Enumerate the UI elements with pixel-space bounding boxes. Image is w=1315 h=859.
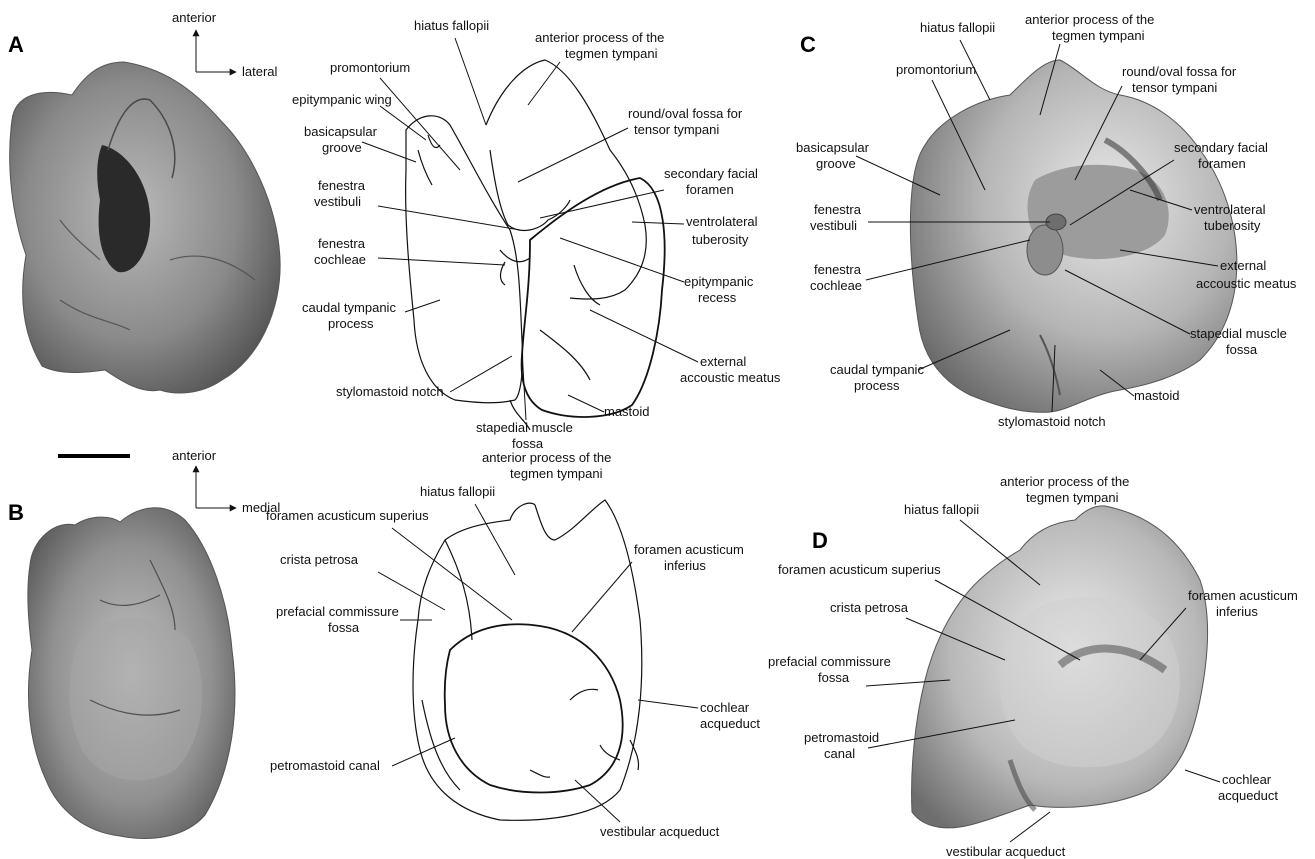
label-d-cochlear-acqueduct-2: acqueduct [1218,788,1278,803]
label-b-petromastoid-canal: petromastoid canal [270,758,380,773]
label-b-hiatus-fallopii: hiatus fallopii [420,484,495,499]
label-d-hiatus-fallopii: hiatus fallopii [904,502,979,517]
specimen-photo-a [10,62,280,393]
orientation-anterior-label: anterior [172,448,217,463]
label-b-anterior-process: anterior process of the [482,450,611,465]
label-c-caudal-tympanic-process-2: process [854,378,900,393]
label-d-vestibular-acqueduct: vestibular acqueduct [946,844,1066,859]
label-external-accoustic-meatus-2: accoustic meatus [680,370,781,385]
label-d-anterior-process: anterior process of the [1000,474,1129,489]
panel-label-a: A [8,32,24,57]
label-b-cochlear-acqueduct-2: acqueduct [700,716,760,731]
orientation-anterior-label: anterior [172,10,217,25]
specimen-photo-b [28,508,235,839]
label-c-stylomastoid-notch: stylomastoid notch [998,414,1106,429]
label-external-accoustic-meatus: external [700,354,746,369]
label-anterior-process: anterior process of the [535,30,664,45]
label-basicapsular-groove-2: groove [322,140,362,155]
label-c-secondary-facial-foramen: secondary facial [1174,140,1268,155]
label-b-prefacial-commissure-fossa-2: fossa [328,620,360,635]
panel-label-c: C [800,32,816,57]
label-d-anterior-process-2: tegmen tympani [1026,490,1119,505]
label-b-foramen-inferius-2: inferius [664,558,706,573]
drawing-b-outline [413,500,642,820]
label-c-ventrolateral-tuberosity: ventrolateral [1194,202,1266,217]
label-c-fenestra-vestibuli-2: vestibuli [810,218,857,233]
label-c-stapedial-muscle-fossa: stapedial muscle [1190,326,1287,341]
label-c-ventrolateral-tuberosity-2: tuberosity [1204,218,1261,233]
label-fenestra-cochleae-2: cochleae [314,252,366,267]
label-c-round-oval-fossa: round/oval fossa for [1122,64,1237,79]
label-d-crista-petrosa: crista petrosa [830,600,909,615]
label-c-secondary-facial-foramen-2: foramen [1198,156,1246,171]
label-mastoid: mastoid [604,404,650,419]
label-ventrolateral-tuberosity: ventrolateral [686,214,758,229]
label-stylomastoid-notch: stylomastoid notch [336,384,444,399]
mesh-render-c [910,60,1236,412]
label-d-foramen-inferius: foramen acusticum [1188,588,1298,603]
label-c-anterior-process-2: tegmen tympani [1052,28,1145,43]
label-b-vestibular-acqueduct: vestibular acqueduct [600,824,720,839]
label-b-prefacial-commissure-fossa: prefacial commissure [276,604,399,619]
label-b-foramen-inferius: foramen acusticum [634,542,744,557]
label-round-oval-fossa-2: tensor tympani [634,122,719,137]
label-epitympanic-recess-2: recess [698,290,737,305]
label-anterior-process-2: tegmen tympani [565,46,658,61]
label-c-mastoid: mastoid [1134,388,1180,403]
label-c-caudal-tympanic-process: caudal tympanic [830,362,924,377]
label-c-basicapsular-groove: basicapsular [796,140,870,155]
label-hiatus-fallopii: hiatus fallopii [414,18,489,33]
label-promontorium: promontorium [330,60,410,75]
label-d-prefacial-commissure-fossa-2: fossa [818,670,850,685]
label-stapedial-muscle-fossa: stapedial muscle [476,420,573,435]
label-epitympanic-wing: epitympanic wing [292,92,392,107]
label-c-fenestra-vestibuli: fenestra [814,202,862,217]
drawing-b-labels: hiatus fallopii anterior process of the … [266,450,760,839]
label-d-petromastoid-canal-2: canal [824,746,855,761]
label-secondary-facial-foramen: secondary facial [664,166,758,181]
orientation-indicator-bottom: anterior medial [172,448,280,515]
label-stapedial-muscle-fossa-2: fossa [512,436,544,451]
label-b-foramen-superius: foramen acusticum superius [266,508,429,523]
label-d-prefacial-commissure-fossa: prefacial commissure [768,654,891,669]
label-caudal-tympanic-process-2: process [328,316,374,331]
label-c-stapedial-muscle-fossa-2: fossa [1226,342,1258,357]
label-c-external-accoustic-meatus-2: accoustic meatus [1196,276,1297,291]
label-c-fenestra-cochleae: fenestra [814,262,862,277]
panel-label-d: D [812,528,828,553]
mesh-render-d [912,506,1208,828]
label-b-anterior-process-2: tegmen tympani [510,466,603,481]
orientation-lateral-label: lateral [242,64,278,79]
label-c-round-oval-fossa-2: tensor tympani [1132,80,1217,95]
label-c-hiatus-fallopii: hiatus fallopii [920,20,995,35]
drawing-a-outline [406,60,665,430]
label-c-anterior-process: anterior process of the [1025,12,1154,27]
label-b-cochlear-acqueduct: cochlear [700,700,750,715]
label-secondary-facial-foramen-2: foramen [686,182,734,197]
label-c-external-accoustic-meatus: external [1220,258,1266,273]
label-c-basicapsular-groove-2: groove [816,156,856,171]
label-fenestra-vestibuli: fenestra [318,178,366,193]
label-fenestra-vestibuli-2: vestibuli [314,194,361,209]
label-d-petromastoid-canal: petromastoid [804,730,879,745]
panel-label-b: B [8,500,24,525]
label-round-oval-fossa: round/oval fossa for [628,106,743,121]
label-caudal-tympanic-process: caudal tympanic [302,300,396,315]
label-d-cochlear-acqueduct: cochlear [1222,772,1272,787]
label-basicapsular-groove: basicapsular [304,124,378,139]
orientation-indicator-top: anterior lateral [172,10,278,79]
label-ventrolateral-tuberosity-2: tuberosity [692,232,749,247]
label-d-foramen-inferius-2: inferius [1216,604,1258,619]
label-fenestra-cochleae: fenestra [318,236,366,251]
label-b-crista-petrosa: crista petrosa [280,552,359,567]
label-epitympanic-recess: epitympanic [684,274,754,289]
label-d-foramen-superius: foramen acusticum superius [778,562,941,577]
label-c-fenestra-cochleae-2: cochleae [810,278,862,293]
label-c-promontorium: promontorium [896,62,976,77]
